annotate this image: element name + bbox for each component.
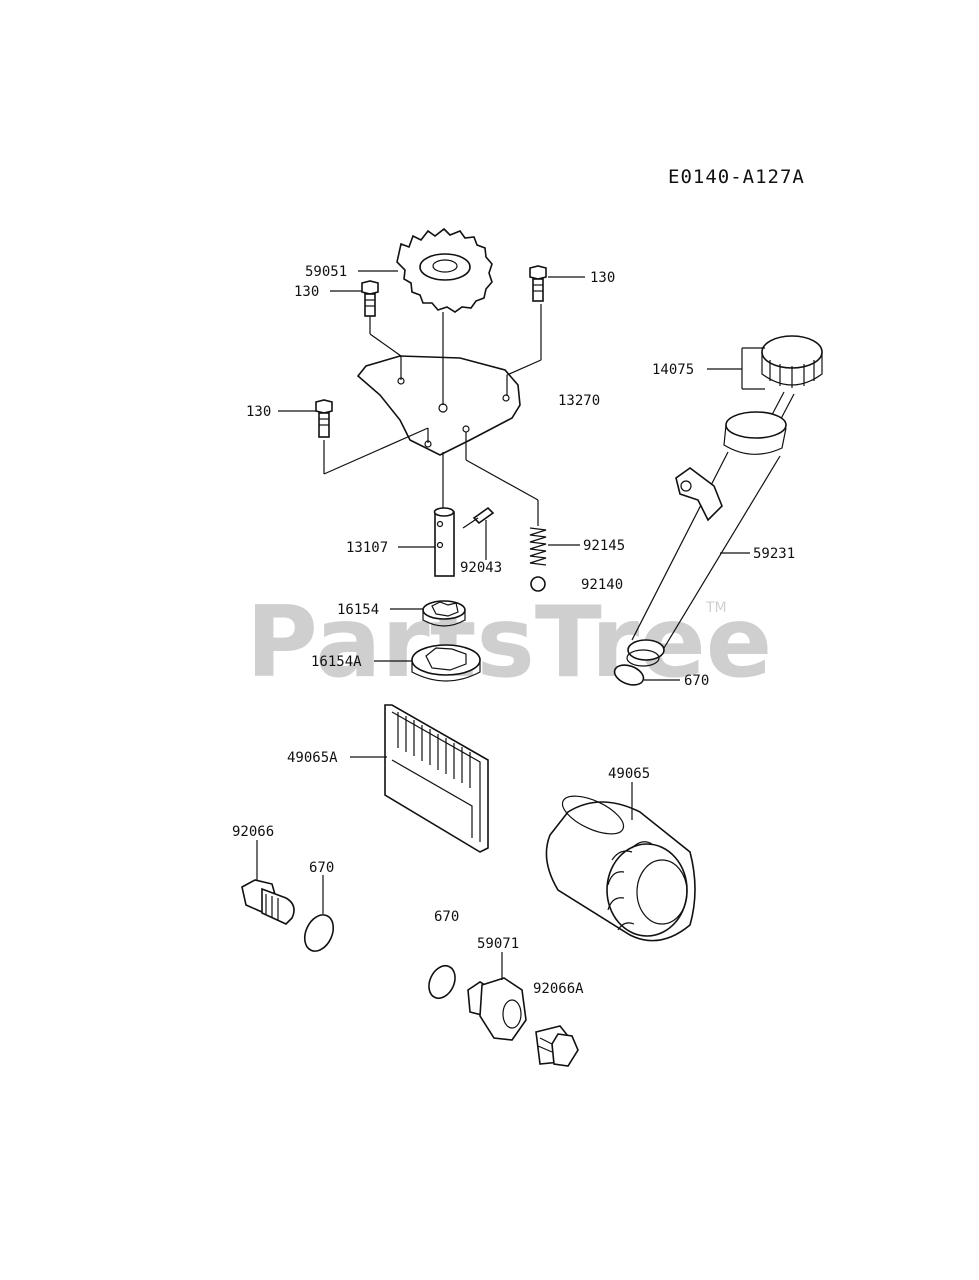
- plate-part-13270[interactable]: [356, 355, 521, 456]
- label-92140: 92140: [581, 577, 623, 593]
- pin-part-92043[interactable]: [472, 506, 495, 525]
- callout-670-plug: 670: [309, 860, 334, 914]
- callout-49065A: 49065A: [287, 750, 387, 766]
- callout-670-pipe: 670: [644, 673, 709, 689]
- label-59071: 59071: [477, 936, 519, 952]
- label-92043: 92043: [460, 560, 502, 576]
- diagram-code: E0140-A127A: [668, 166, 805, 188]
- label-92066A: 92066A: [533, 981, 584, 997]
- callout-92043: 92043: [460, 517, 502, 576]
- oil-gauge-part-14075[interactable]: [761, 335, 823, 433]
- rotor-part-16154[interactable]: [422, 600, 466, 627]
- callout-92066: 92066: [232, 824, 274, 880]
- gear-part-59051[interactable]: [396, 227, 493, 313]
- watermark: PartsTree TM: [246, 586, 772, 700]
- callout-130-lower: 130: [246, 404, 316, 420]
- callout-130-left: 130: [294, 284, 362, 300]
- label-670-pipe: 670: [684, 673, 709, 689]
- callout-59231: 59231: [720, 546, 795, 562]
- callout-92145: 92145: [548, 538, 625, 554]
- label-16154A: 16154A: [311, 654, 362, 670]
- label-92145: 92145: [583, 538, 625, 554]
- callout-16154A: 16154A: [311, 654, 412, 670]
- callout-49065: 49065: [608, 766, 650, 820]
- label-92066: 92066: [232, 824, 274, 840]
- label-130-left: 130: [294, 284, 319, 300]
- outer-rotor-part-16154A[interactable]: [411, 644, 481, 682]
- callout-13107: 13107: [346, 540, 435, 556]
- bolt-part-130-lower[interactable]: [315, 399, 333, 438]
- pipe-part-59231[interactable]: [626, 411, 787, 667]
- callout-16154: 16154: [337, 602, 423, 618]
- watermark-trademark: TM: [705, 600, 727, 616]
- shaft-part-13107[interactable]: [433, 507, 455, 577]
- o-ring-part-670-fitting[interactable]: [424, 962, 460, 1003]
- callout-59071: 59071: [477, 936, 519, 980]
- oil-filter-part-49065[interactable]: [545, 788, 696, 942]
- label-59231: 59231: [753, 546, 795, 562]
- label-49065A: 49065A: [287, 750, 338, 766]
- fitting-part-59071[interactable]: [467, 977, 527, 1041]
- leader-lines-plate: [323, 304, 542, 526]
- strainer-part-49065A[interactable]: [384, 704, 489, 853]
- bolt-part-130-left[interactable]: [361, 280, 379, 317]
- label-130-right: 130: [590, 270, 615, 286]
- label-14075: 14075: [652, 362, 694, 378]
- label-670-plug: 670: [309, 860, 334, 876]
- ball-part-92140[interactable]: [530, 576, 546, 592]
- label-130-lower: 130: [246, 404, 271, 420]
- label-59051: 59051: [305, 264, 347, 280]
- callout-59051: 59051: [305, 264, 398, 280]
- label-13270: 13270: [558, 393, 600, 409]
- callout-14075: 14075: [652, 347, 765, 390]
- o-ring-part-670-pipe[interactable]: [612, 661, 646, 688]
- o-ring-part-670-plug[interactable]: [299, 910, 339, 955]
- label-49065: 49065: [608, 766, 650, 782]
- label-13107: 13107: [346, 540, 388, 556]
- callout-130-right: 130: [548, 270, 615, 286]
- drain-plug-part-92066[interactable]: [241, 879, 295, 925]
- watermark-text: PartsTree: [246, 586, 772, 700]
- label-16154: 16154: [337, 602, 379, 618]
- plug-part-92066A[interactable]: [535, 1025, 579, 1067]
- strainer-mesh: [397, 712, 471, 788]
- bolt-part-130-right[interactable]: [529, 265, 547, 302]
- label-670-fitting: 670: [434, 909, 459, 925]
- spring-part-92145[interactable]: [529, 527, 547, 566]
